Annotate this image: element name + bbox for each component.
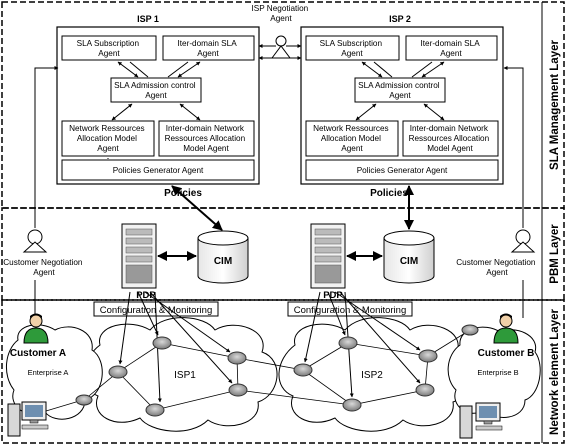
router-icon (461, 324, 479, 336)
isp1-arrow-adm-idnet (179, 103, 201, 121)
isp1-subscription-label: SLA Subscription Agent (77, 39, 142, 58)
isp1-policies-generator-label: Policies Generator Agent (113, 166, 204, 175)
isp2-arrow-adm-net (355, 103, 377, 121)
pdp1-server-icon (121, 223, 157, 289)
customer-negotiation-left: Customer Negotiation Agent (3, 66, 84, 318)
isp1-cloud-label: ISP1 (174, 370, 196, 381)
isp1-cloud (83, 317, 278, 432)
cim2-database-icon (383, 230, 435, 284)
isp2-arrow-sub-adm (361, 61, 383, 78)
isp1-title: ISP 1 (137, 14, 159, 24)
router-icon (152, 336, 172, 350)
isp1-net-res-agent (61, 120, 155, 157)
customer-a-user-icon (23, 313, 49, 344)
router-icon (75, 394, 93, 406)
isp1-arrow-sub-adm-2 (129, 61, 149, 78)
router-icon (228, 383, 248, 397)
customer-negotiation-right: Customer Negotiation Agent (456, 66, 537, 318)
isp1-policies-generator (61, 159, 255, 181)
router-icon (415, 383, 435, 397)
isp1-interdomain-sla-label: Iter-domain SLA Agent (178, 39, 239, 58)
isp2-cloud-label: ISP2 (361, 370, 383, 381)
isp2-net-res-agent (305, 120, 399, 157)
router-icon (108, 365, 128, 379)
isp2-subscription-agent (305, 35, 400, 61)
enterprise-b-label: Enterprise B (477, 368, 518, 377)
pdp1-label: PDP (136, 290, 156, 301)
arrow-isp1-cim1 (171, 185, 223, 231)
isp1-arrow-sub-adm (117, 61, 139, 78)
isp1-admission-agent (110, 77, 202, 103)
isp2-group: ISP 2 SLA Subscription Agent Iter-domain… (300, 14, 504, 199)
cim2-label: CIM (400, 256, 418, 267)
cim1-database-icon (197, 230, 249, 284)
pdp2-label: PDP (323, 290, 343, 301)
pdp-config-arrows (118, 291, 421, 403)
isp2-admission-label: SLA Admission control Agent (358, 81, 442, 100)
isp1-interdomain-sla-agent (162, 35, 255, 61)
router-icon (338, 336, 358, 350)
isp1-group: ISP 1 SLA Subscription Agent Iter-domain… (56, 14, 260, 199)
routers (75, 324, 479, 417)
isp2-arrow-idsla-adm (421, 61, 445, 78)
network-layer-label: Network element Layer (549, 309, 561, 435)
isp2-arrow-adm-idnet (423, 103, 445, 121)
customer-negotiation-left-label: Customer Negotiation Agent (3, 258, 84, 277)
router-icon (418, 349, 438, 363)
isp2-arrow-sub-adm-2 (373, 61, 393, 78)
customer-b-user-icon (493, 313, 519, 344)
customer-negotiation-left-body (22, 241, 48, 253)
router-icon (293, 363, 313, 377)
customer-negotiation-right-label: Customer Negotiation Agent (456, 258, 537, 277)
enterprise-a-label: Enterprise A (28, 368, 69, 377)
isp1-subscription-agent (61, 35, 157, 61)
isp2-title: ISP 2 (389, 14, 411, 24)
isp1-interdomain-net-label: Inter-domain Network Ressources Allocati… (165, 124, 248, 153)
isp-negotiation-label: ISP Negotiation Agent (251, 4, 310, 23)
isp2-interdomain-sla-agent (405, 35, 498, 61)
arrow-customer-right-to-isp2 (503, 66, 524, 228)
isp2-interdomain-net-label: Inter-domain Network Ressources Allocati… (409, 124, 492, 153)
network-layer-frame (1, 299, 565, 444)
workstation-a-icon (7, 401, 77, 437)
workstation-b-icon (459, 402, 503, 439)
isp1-admission-label: SLA Admission control Agent (114, 81, 198, 100)
router-icon (227, 351, 247, 365)
isp2-policies-label: Policies (370, 188, 408, 199)
customer-b-label: Customer B (478, 348, 535, 359)
router-icon (342, 398, 362, 412)
isp2-net-res-label: Network Ressources Allocation Model Agen… (313, 124, 391, 153)
isp1-arrow-idsla-adm (177, 61, 201, 78)
isp2-policies-generator (305, 159, 499, 181)
isp1-arrow-adm-net (111, 103, 133, 121)
pbm-layer-label: PBM Layer (549, 224, 561, 284)
isp1-interdomain-net-agent (158, 120, 255, 157)
isp1-arrow-idsla-adm-2 (167, 61, 189, 78)
isp1-policies-label: Policies (164, 188, 202, 199)
config-monitoring-2-label: Configuration & Monitoring (294, 305, 406, 316)
isp-negotiation-body-icon (271, 45, 291, 59)
isp2-subscription-label: SLA Subscription Agent (320, 39, 385, 58)
pbm-layer-frame (1, 207, 565, 301)
isp-negotiation-agent: ISP Negotiation Agent (251, 4, 310, 60)
customer-negotiation-right-body (510, 241, 536, 253)
isp2-admission-agent (354, 77, 446, 103)
isp2-interdomain-net-agent (402, 120, 499, 157)
isp1-net-res-label: Network Ressources Allocation Model Agen… (69, 124, 147, 153)
isp2-interdomain-sla-label: Iter-domain SLA Agent (421, 39, 482, 58)
arrow-customer-left-to-isp1 (34, 66, 59, 228)
isp2-arrow-idsla-adm-2 (411, 61, 433, 78)
pdp2-server-icon (310, 223, 346, 289)
router-icon (145, 403, 165, 417)
isp2-cloud (278, 317, 473, 432)
customer-a-label: Customer A (10, 348, 66, 359)
cim1-label: CIM (214, 256, 232, 267)
isp-negotiation-head-icon (275, 35, 287, 47)
isp2-policies-generator-label: Policies Generator Agent (357, 166, 448, 175)
sla-layer-label: SLA Management Layer (549, 40, 561, 170)
